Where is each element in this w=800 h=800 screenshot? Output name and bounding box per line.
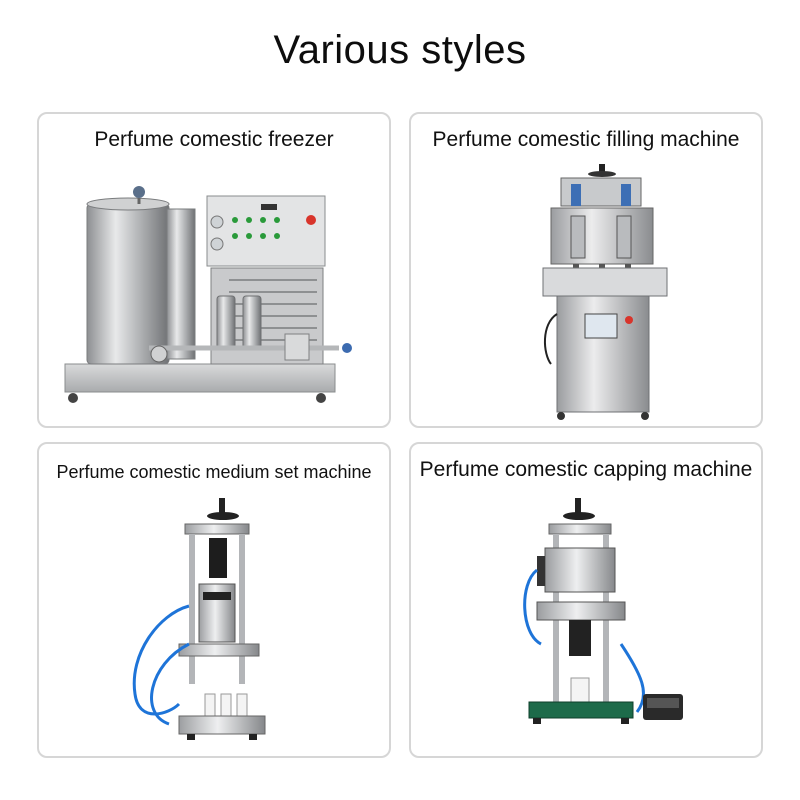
product-card-freezer: Perfume comestic freezer (37, 112, 391, 428)
product-label: Perfume comestic freezer (94, 128, 334, 151)
product-card-filling: Perfume comestic filling machine (409, 112, 763, 428)
product-card-capping: Perfume comestic capping machine (409, 442, 763, 758)
page-title: Various styles (273, 28, 527, 72)
product-label: Perfume comestic filling machine (432, 128, 740, 151)
product-card-medium-set: Perfume comestic medium set machine (37, 442, 391, 758)
capping-machine-image (523, 498, 683, 724)
product-label: Perfume comestic medium set machine (56, 462, 372, 482)
freezer-machine-image (64, 186, 352, 403)
filling-machine-image (542, 164, 668, 420)
product-label: Perfume comestic capping machine (419, 458, 753, 481)
medium-set-machine-image (132, 498, 266, 740)
